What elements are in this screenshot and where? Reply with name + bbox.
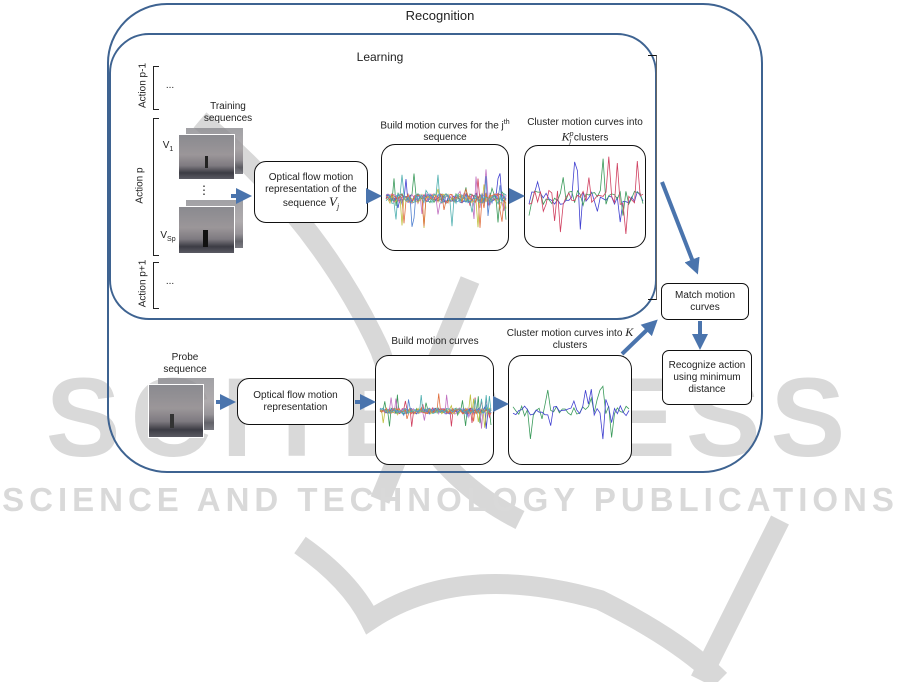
action-bracket-p [153, 118, 159, 256]
probe-cluster-curves [512, 385, 630, 440]
sequence-v1-label: V1 [158, 140, 178, 156]
vsp-sub: Sp [167, 236, 176, 243]
sequence-ellipsis: ⋮ [198, 183, 210, 197]
recognition-frame [107, 3, 763, 473]
motion-curve [385, 174, 507, 227]
training-video-last [178, 200, 243, 255]
recognition-title: Recognition [405, 8, 475, 23]
motion-curve [512, 385, 630, 439]
watermark-slash-2 [691, 515, 789, 682]
match-motion-curves-box: Match motion curves [661, 283, 749, 320]
motion-curve [528, 161, 644, 230]
recognize-action-label: Recognize action using minimum distance [668, 359, 746, 395]
probe-sequence-label: Probe sequence [163, 352, 207, 375]
probe-optical-flow-label: Optical flow motion representation [253, 389, 338, 413]
probe-cluster-plot [508, 355, 632, 465]
cluster-post: clusters [573, 132, 609, 144]
action-ellipsis-p-plus-1: ... [165, 276, 175, 287]
learning-bracket-right [648, 55, 657, 300]
probe-cluster-label: Cluster motion curves into K clusters [505, 326, 635, 352]
learning-optical-flow-text: Optical flow motion representation of th… [255, 172, 367, 213]
v1-letter: V [162, 140, 170, 151]
learning-cluster-curves [528, 156, 644, 235]
walking-person [205, 156, 208, 168]
probe-build-curves-label: Build motion curves [391, 336, 479, 347]
probe-video [148, 378, 214, 438]
cluster-pre: Cluster motion curves into [527, 117, 643, 128]
probe-cluster-pre: Cluster motion curves into [506, 328, 623, 339]
build-curves-sup: th [503, 119, 510, 126]
learning-optical-flow-box: Optical flow motion representation of th… [254, 161, 368, 223]
training-sequences-label: Training sequences [203, 101, 253, 124]
watermark-tagline: SCIENCE AND TECHNOLOGY PUBLICATIONS [2, 481, 899, 518]
learning-cluster-plot [524, 145, 646, 248]
motion-curve [379, 395, 492, 415]
kjp-var: K [561, 129, 570, 144]
k-var: K [625, 325, 634, 339]
learning-cluster-label: Cluster motion curves into Kpj clusters [520, 117, 650, 148]
vj-var: V [328, 193, 337, 209]
probe-motion-curves [379, 393, 492, 429]
match-motion-curves-label: Match motion curves [674, 289, 736, 313]
vj-sub: j [336, 201, 340, 211]
walking-person [203, 230, 208, 247]
sequence-vsp-label: VSp [156, 230, 180, 246]
training-video-first [178, 128, 243, 180]
action-label-p: Action p [134, 167, 146, 204]
action-label-p-plus-1: Action p+1 [137, 259, 149, 308]
probe-optical-flow-box: Optical flow motion representation [237, 378, 354, 425]
vsp-letter: V [160, 230, 168, 241]
recognize-action-box: Recognize action using minimum distance [662, 350, 752, 405]
motion-curve [385, 175, 507, 227]
learning-motion-curves-plot [381, 144, 509, 251]
watermark-quill [294, 536, 728, 682]
build-curves-suffix: sequence [423, 132, 467, 144]
action-ellipsis-p-minus-1: ... [165, 80, 175, 91]
learning-build-curves-label: Build motion curves for the jth sequence [380, 117, 510, 144]
probe-motion-curves-plot [375, 355, 494, 465]
v1-sub: 1 [169, 146, 174, 153]
motion-curve [528, 158, 644, 216]
learning-optical-flow-label: Optical flow motion representation of th… [265, 171, 357, 209]
probe-cluster-post: clusters [552, 340, 588, 351]
action-label-p-minus-1: Action p-1 [137, 62, 149, 109]
build-curves-text: Build motion curves for the j [380, 120, 504, 132]
motion-curve [512, 389, 630, 440]
action-bracket-p-minus-1 [153, 66, 159, 110]
walking-person [170, 414, 174, 428]
learning-title: Learning [356, 50, 404, 64]
motion-curve [528, 156, 644, 235]
learning-motion-curves [385, 169, 507, 229]
action-bracket-p-plus-1 [153, 262, 159, 309]
video-frame-front [148, 384, 204, 438]
motion-curve [379, 393, 492, 422]
